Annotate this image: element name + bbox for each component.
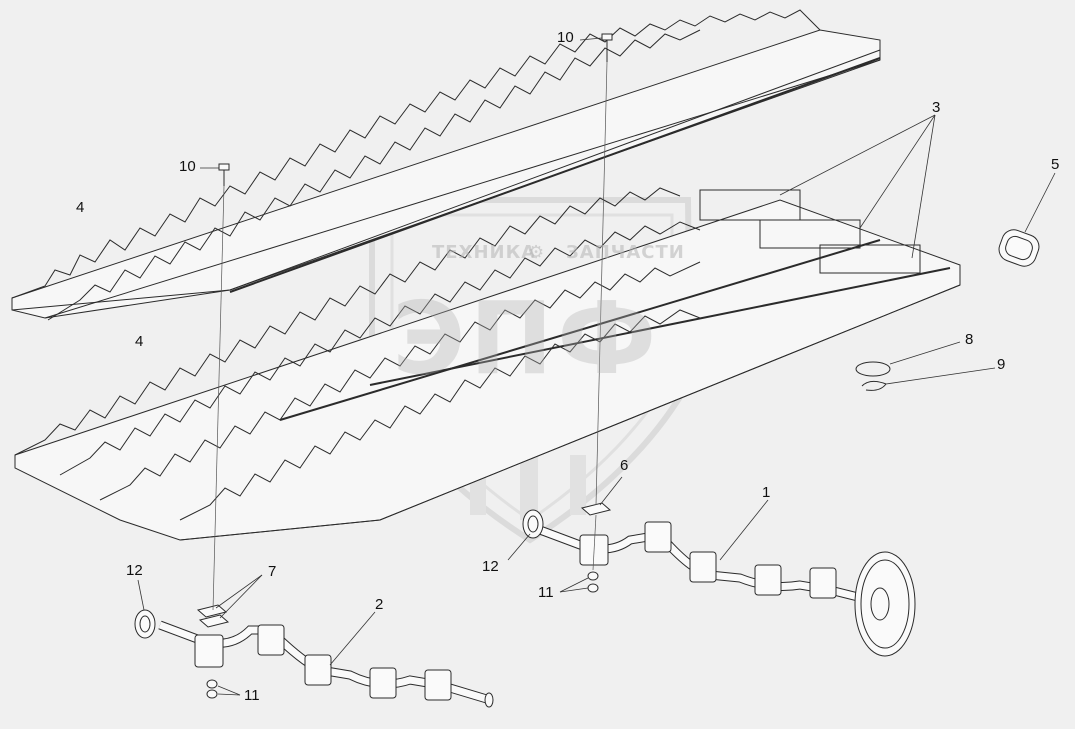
nut-11-right (587, 571, 599, 593)
callout-4-bottom: 4 (135, 333, 144, 350)
watermark-text-left: ТЕХНИКА (432, 242, 537, 263)
callout-12-left: 12 (126, 562, 143, 579)
callout-10-right: 10 (557, 29, 574, 46)
callout-11-left: 11 (244, 687, 260, 704)
part-8-ring (855, 361, 891, 377)
callout-12-right: 12 (482, 558, 499, 575)
callout-4-top: 4 (76, 199, 85, 216)
nut-11-left (206, 679, 218, 699)
callout-8: 8 (965, 331, 974, 348)
callout-5: 5 (1051, 156, 1060, 173)
callout-7: 7 (268, 563, 277, 580)
callout-10-left: 10 (179, 158, 196, 175)
callout-2: 2 (375, 596, 384, 613)
assembly-axis-lines (212, 61, 608, 611)
callout-11-right: 11 (538, 584, 554, 601)
watermark-logo-text: ЭПФ (392, 280, 661, 397)
callout-1: 1 (762, 484, 771, 501)
crankshaft-1 (522, 509, 916, 657)
callout-9: 9 (997, 356, 1006, 373)
watermark-gear-icon: ⚙ (528, 242, 546, 263)
watermark-text-right: ЗАПЧАСТИ (566, 242, 685, 263)
bolt-10-right (601, 33, 613, 62)
straw-walker-lower-1 (14, 187, 961, 541)
part-5-plate (998, 229, 1040, 267)
bolt-10-left (218, 163, 230, 186)
part-9-clip (861, 380, 887, 391)
leader-lines (137, 37, 1056, 696)
crankshaft-2 (134, 609, 494, 708)
straw-walker-upper-2 (47, 29, 881, 321)
callout-6: 6 (620, 457, 629, 474)
callout-3: 3 (932, 99, 941, 116)
plate-6 (580, 502, 612, 516)
